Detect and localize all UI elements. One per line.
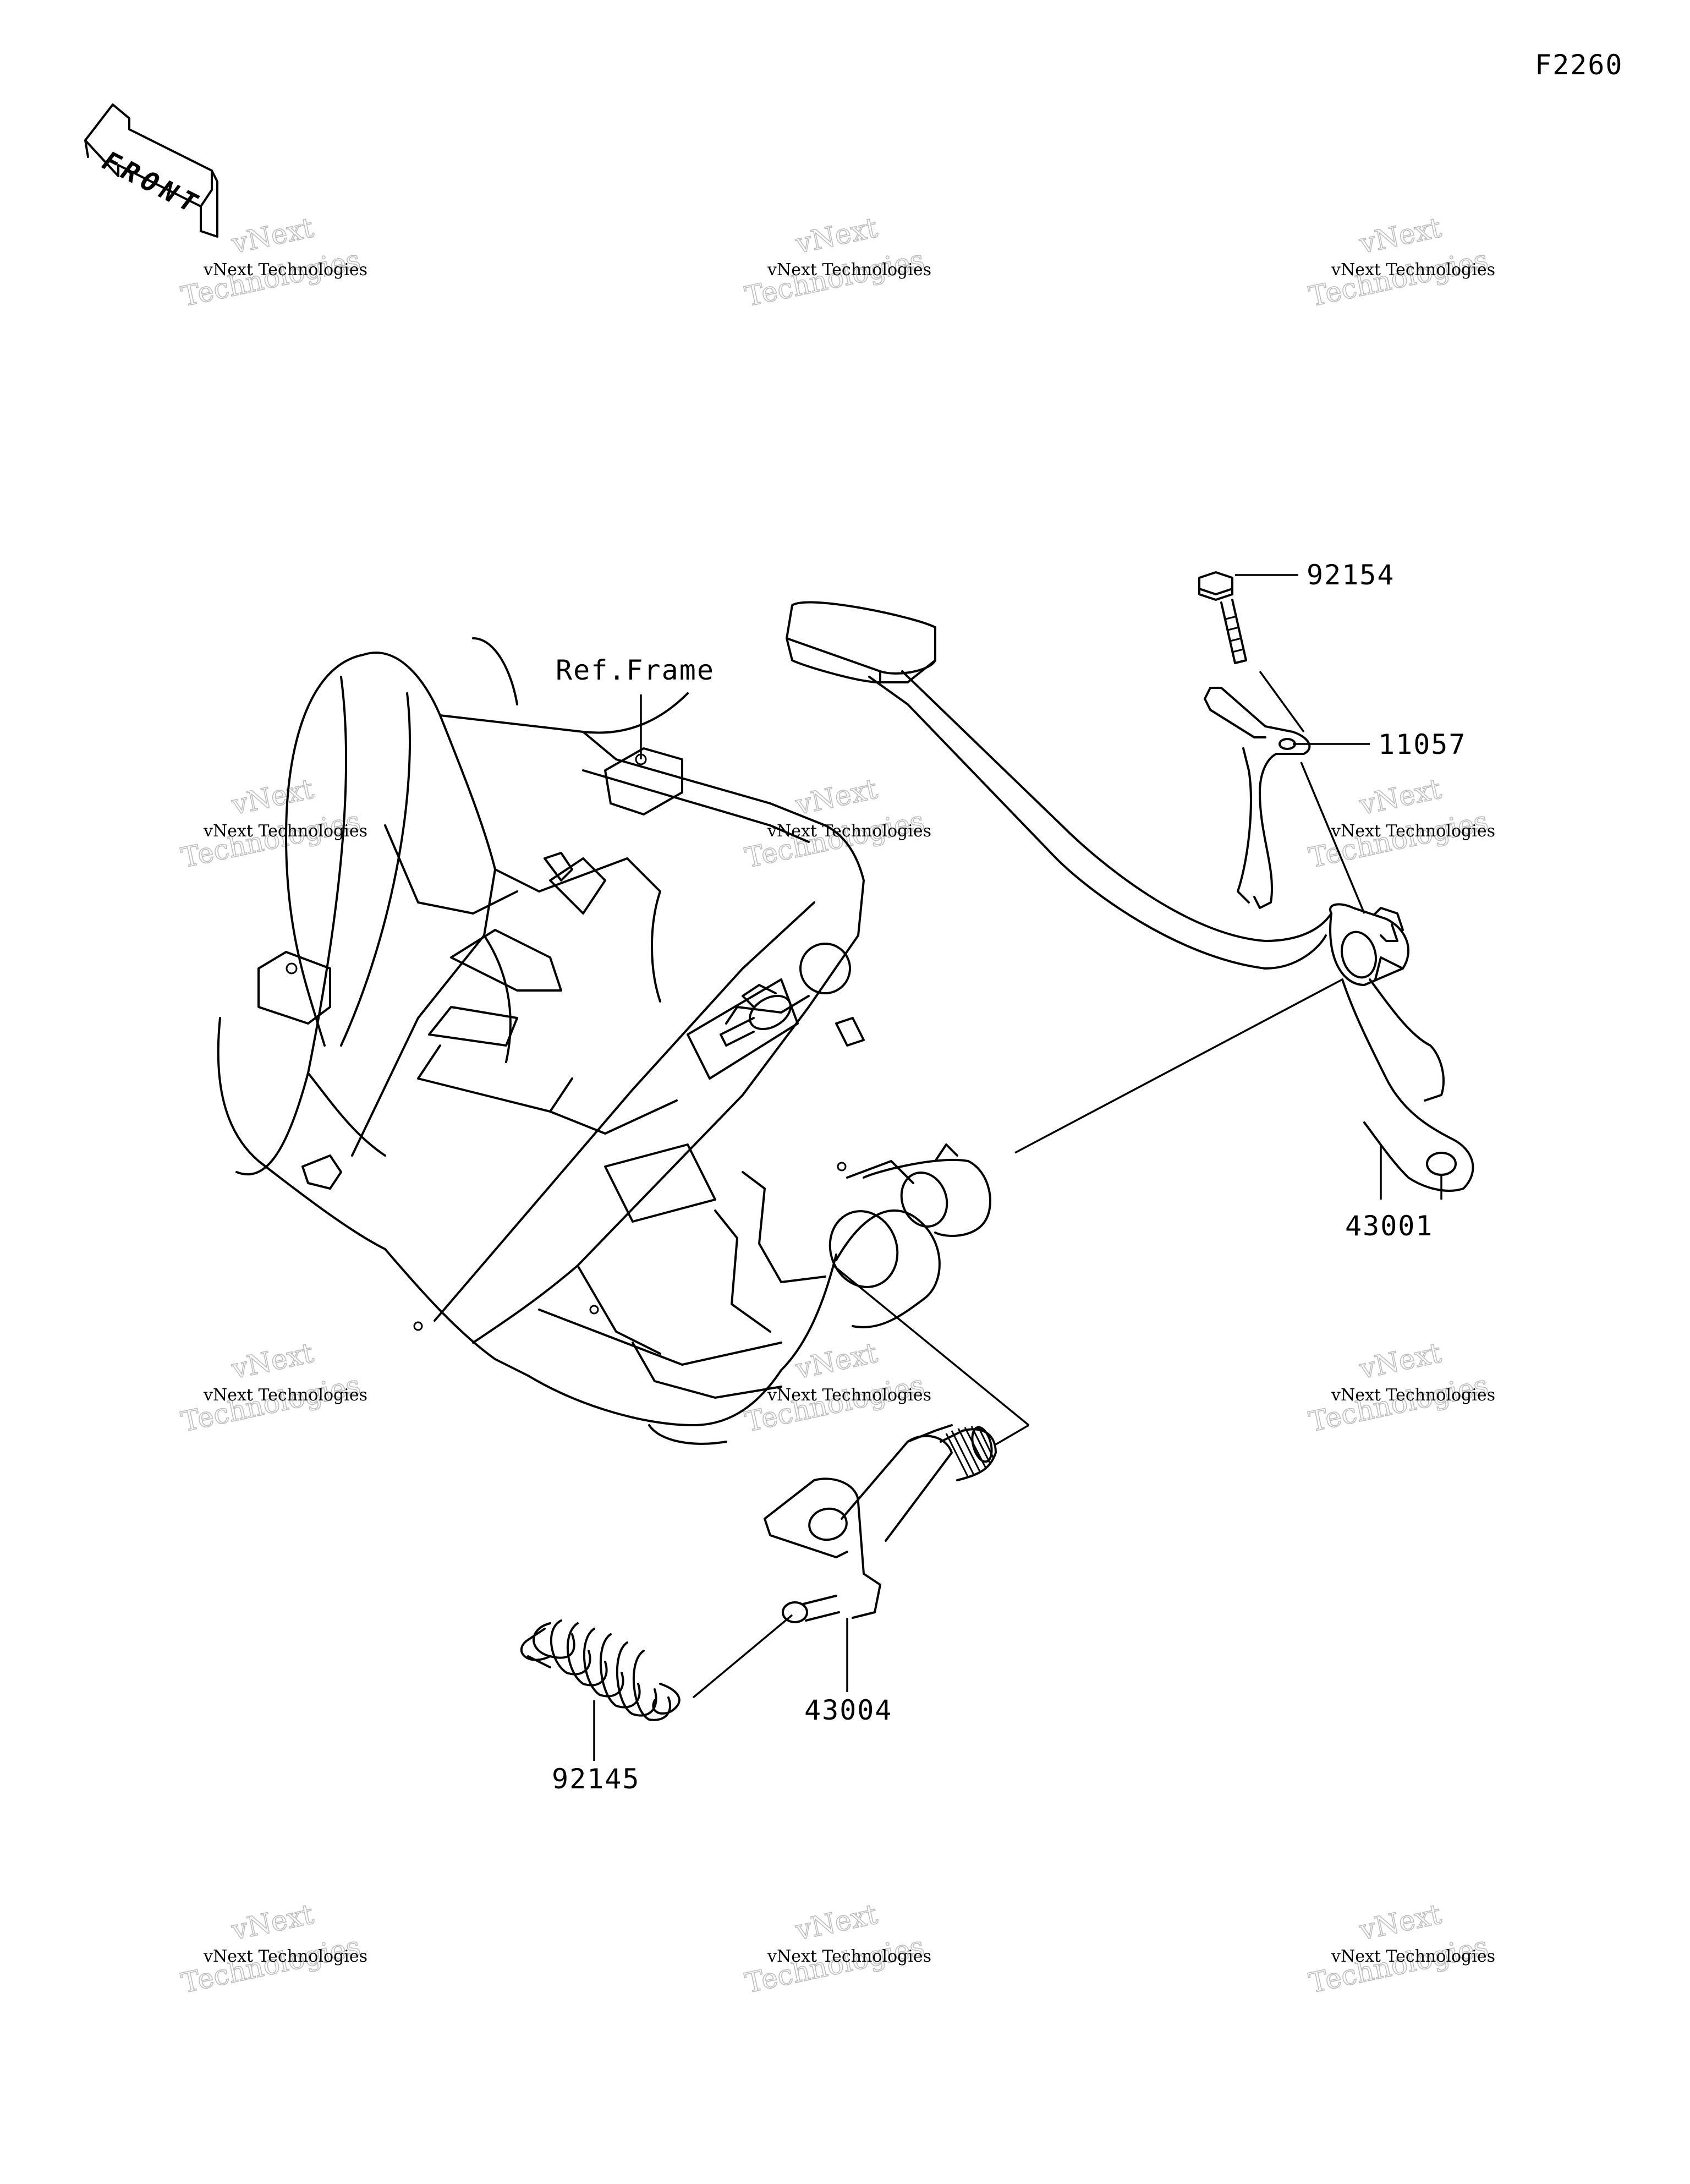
shaft-43004 (764, 1424, 997, 1623)
frame-assembly (217, 637, 991, 1445)
watermark-line1: vNext Technologies (203, 1386, 367, 1405)
watermark-line1: vNext Technologies (203, 1947, 367, 1966)
bolt-92154 (1198, 571, 1247, 664)
watermark-line1: vNext Technologies (767, 260, 931, 280)
watermark-line1: vNext Technologies (1331, 1386, 1495, 1405)
watermark-line1: vNext Technologies (203, 260, 367, 280)
watermark-brand: vNext (1356, 1898, 1444, 1946)
ref-frame-label: Ref.Frame (556, 654, 715, 686)
part-label-43001: 43001 (1345, 1210, 1434, 1242)
watermark-line1: vNext Technologies (1331, 1947, 1495, 1966)
watermark-brand: vNext (792, 1898, 880, 1946)
bracket-11057 (1204, 687, 1311, 909)
watermark-brand: vNext (792, 773, 880, 821)
watermark-line1: vNext Technologies (1331, 260, 1495, 280)
part-label-43004: 43004 (804, 1694, 893, 1726)
watermark-brand: vNext (228, 773, 316, 821)
watermark-brand: vNext (792, 1337, 880, 1385)
watermark-brand: vNext (1356, 773, 1444, 821)
front-arrow-icon: FRONT (84, 103, 218, 238)
front-arrow-label: FRONT (95, 147, 209, 220)
watermark-brand: vNext (228, 1337, 316, 1385)
watermark-brand: vNext (228, 1898, 316, 1946)
part-label-92154: 92154 (1307, 559, 1395, 591)
watermark-brand: vNext (1356, 1337, 1444, 1385)
leader-lines (593, 574, 1442, 1761)
spring-92145 (520, 1619, 681, 1721)
watermark-line1: vNext Technologies (767, 1947, 931, 1966)
figure-id: F2260 (1535, 49, 1623, 81)
watermark-line1: vNext Technologies (767, 1386, 931, 1405)
watermark-brand: vNext (228, 211, 316, 260)
watermark-line1: vNext Technologies (767, 822, 931, 841)
part-label-92145: 92145 (552, 1763, 640, 1795)
brake-pedal-43001 (786, 601, 1474, 1192)
watermark-line1: vNext Technologies (1331, 822, 1495, 841)
watermark-brand: vNext (1356, 211, 1444, 260)
watermark-brand: vNext (792, 211, 880, 260)
part-label-11057: 11057 (1378, 729, 1467, 760)
